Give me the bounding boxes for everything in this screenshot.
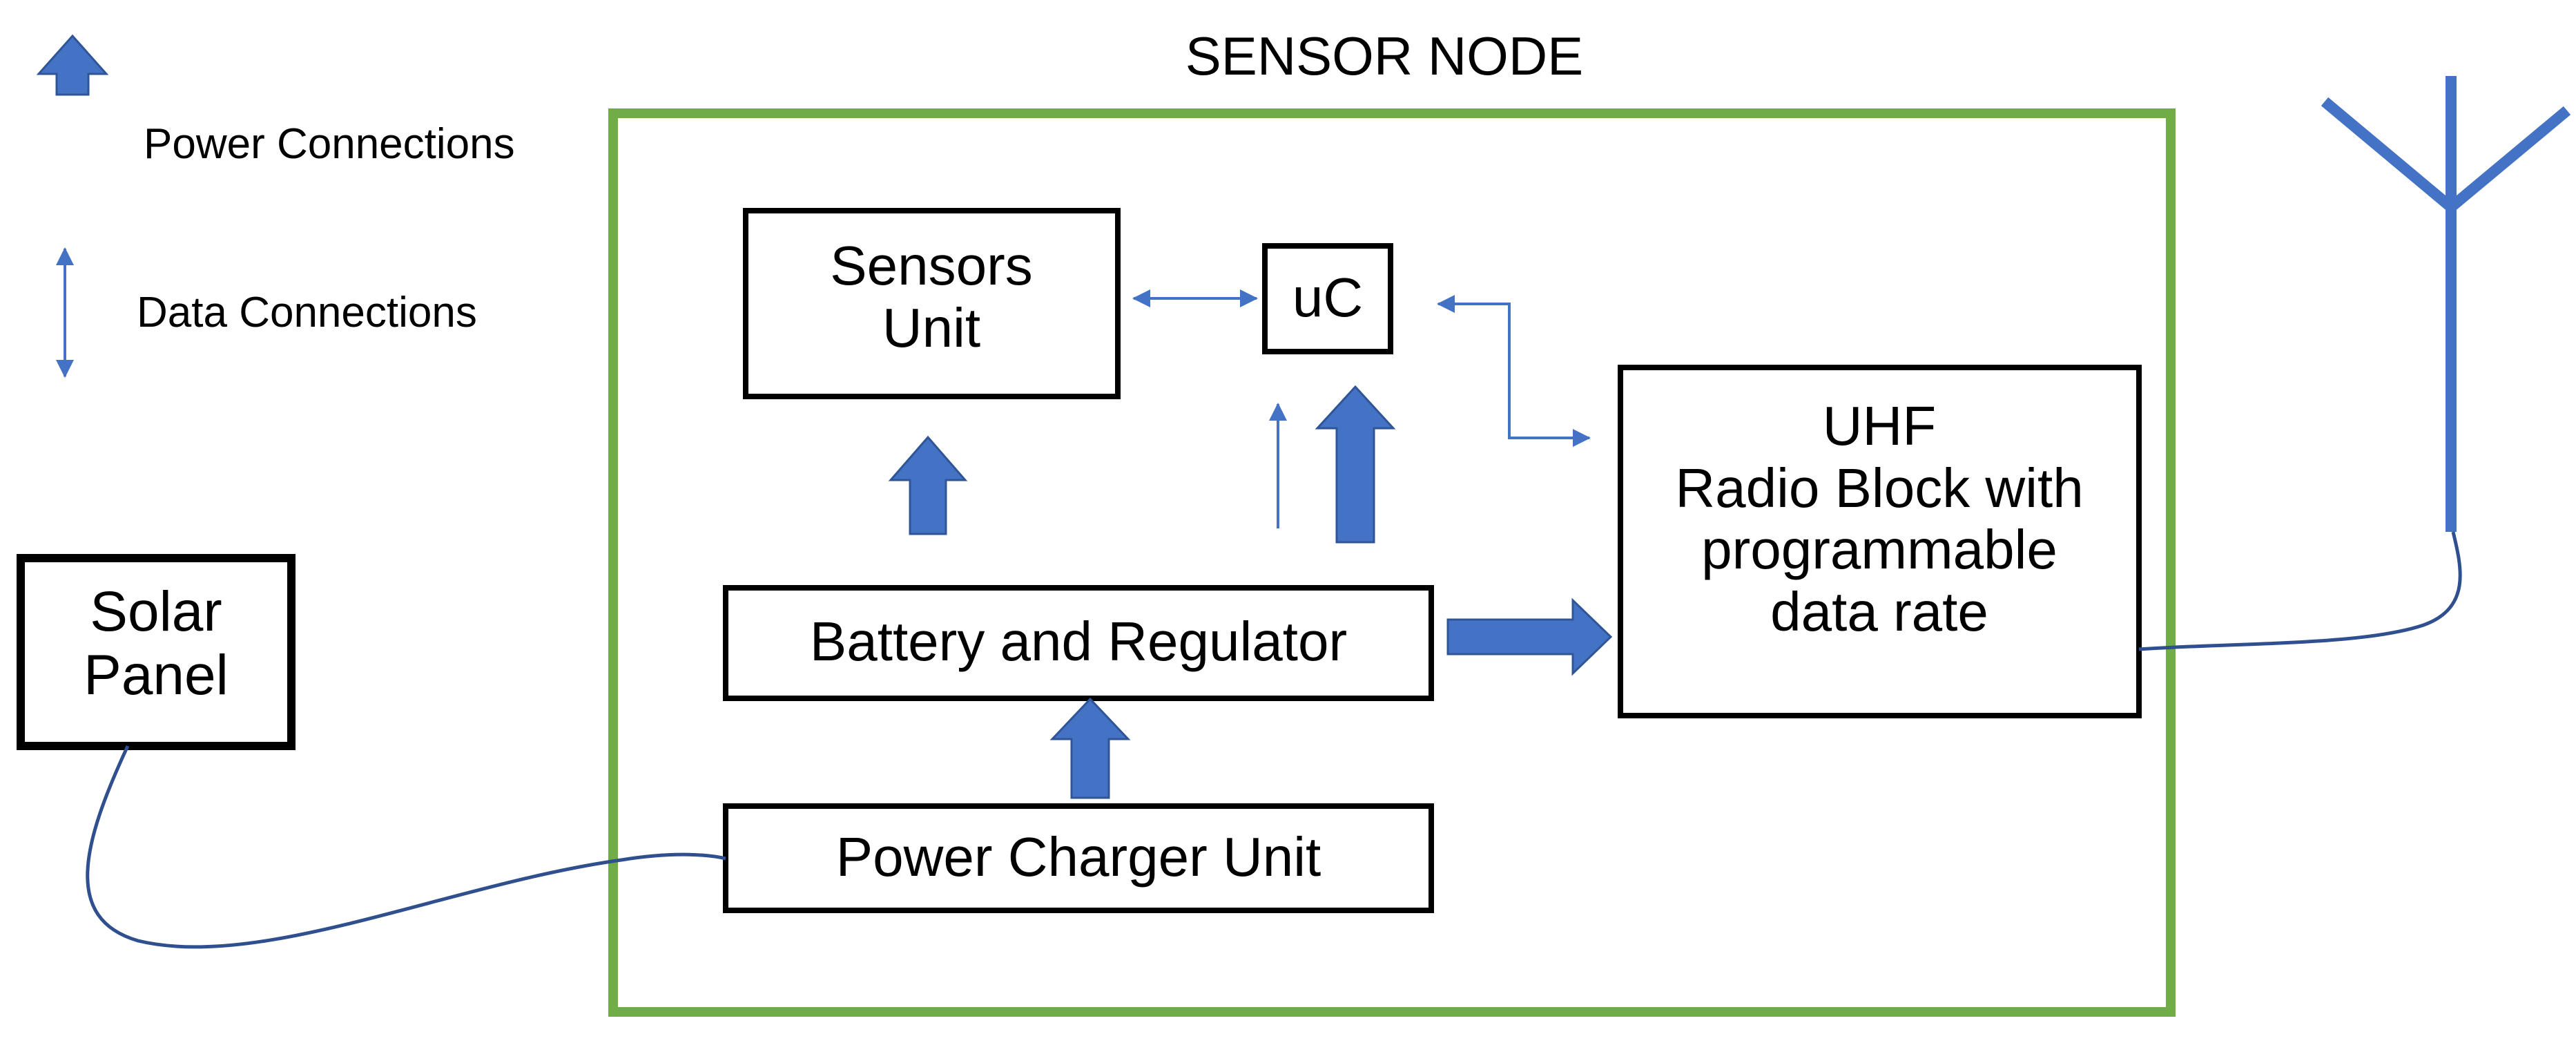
power-charger-label: Power Charger Unit [835, 826, 1321, 888]
power-arrow-to-battery [1049, 697, 1131, 799]
legend-power-label: Power Connections [144, 120, 515, 168]
battery-regulator-block [723, 585, 1434, 701]
diagram-title: SENSOR NODE [1185, 26, 1584, 86]
battery-regulator-label: Battery and Regulator [809, 611, 1348, 672]
legend-power-arrow-icon [36, 34, 109, 96]
radio-block-label: UHF Radio Block with programmable data r… [1675, 395, 2084, 642]
uhf-radio-block [1618, 365, 2142, 718]
data-arrow-uc-radio [1437, 295, 1591, 447]
power-charger-block [723, 803, 1434, 913]
antenna-wire [2138, 531, 2462, 651]
sensors-unit-block [743, 208, 1121, 399]
solar-panel-block [17, 554, 296, 750]
solar-panel-label: Solar Panel [84, 580, 229, 707]
uc-label: uC [1292, 267, 1364, 328]
sensors-unit-label: Sensors Unit [830, 235, 1033, 358]
solar-wire [86, 745, 726, 949]
power-arrow-to-sensors [888, 435, 968, 535]
legend-data-label: Data Connections [137, 289, 477, 336]
sensor-node-border [608, 108, 2176, 1017]
microcontroller-block [1262, 243, 1393, 354]
power-arrow-to-uc [1315, 385, 1396, 544]
antenna-icon [2321, 76, 2571, 532]
power-arrow-to-radio [1446, 597, 1613, 676]
